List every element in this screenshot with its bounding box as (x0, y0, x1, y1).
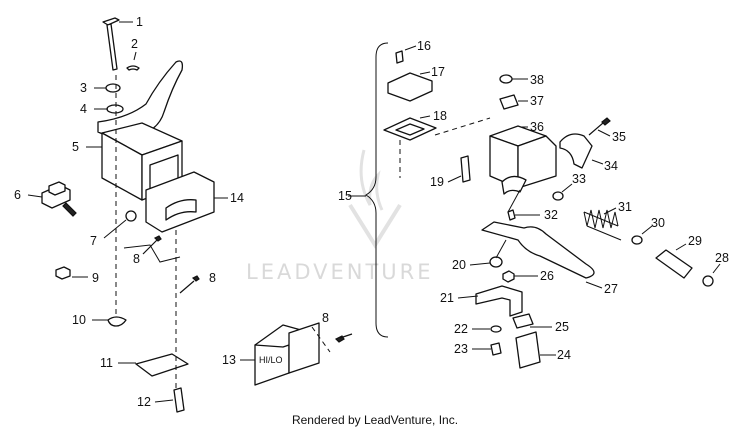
callout-22: 22 (454, 322, 468, 336)
callout-11: 11 (100, 356, 113, 370)
part-pivot-20 (489, 256, 503, 268)
callout-25: 25 (555, 320, 569, 334)
callout-3: 3 (80, 81, 87, 95)
part-nut-3 (105, 83, 121, 93)
callout-17: 17 (431, 65, 445, 79)
part-screw-16 (395, 50, 404, 64)
part-screw-8a (142, 235, 162, 255)
callout-7: 7 (90, 234, 97, 248)
callout-28: 28 (715, 251, 729, 265)
part-washer-30 (631, 235, 643, 245)
callout-26: 26 (540, 269, 554, 283)
part-screw-35 (588, 117, 611, 136)
callout-24: 24 (557, 348, 571, 362)
part-washer-4 (106, 104, 124, 114)
part-switch-6 (41, 181, 77, 217)
part-washer-38 (499, 74, 513, 84)
callout-1: 1 (136, 15, 143, 29)
part-nut-26 (502, 270, 515, 283)
callout-19: 19 (430, 175, 444, 189)
callout-32: 32 (544, 208, 558, 222)
rendered-by-credit: Rendered by LeadVenture, Inc. (291, 413, 459, 427)
part-hilo-switch-13: HI/LO (254, 322, 320, 386)
leader-line-32 (507, 189, 521, 213)
part-nut-9 (55, 266, 71, 280)
part-screw-8b (179, 275, 200, 294)
leader-lines-left (123, 244, 181, 263)
part-screw-12 (173, 387, 185, 413)
group-bracket-15 (365, 42, 389, 338)
part-gasket-18-inner (395, 123, 425, 136)
hilo-switch-label: HI/LO (259, 355, 283, 365)
callout-13: 13 (222, 353, 236, 367)
callout-labels: 1 2 3 4 5 6 7 8 9 8 10 11 12 13 14 8 15 … (14, 15, 729, 409)
callout-29: 29 (688, 234, 702, 248)
callout-38: 38 (530, 73, 544, 87)
callout-23: 23 (454, 342, 468, 356)
callout-30: 30 (651, 216, 665, 230)
callout-18: 18 (433, 109, 447, 123)
part-plate-24 (515, 331, 541, 369)
watermark-text: LEADVENTURE (246, 260, 434, 284)
callout-5: 5 (72, 140, 79, 154)
callout-8b: 8 (209, 271, 216, 285)
callout-9: 9 (92, 271, 99, 285)
callout-31: 31 (618, 200, 632, 214)
part-plate-11 (135, 353, 189, 377)
callout-8c: 8 (322, 311, 329, 325)
callout-2: 2 (131, 37, 138, 51)
part-cap-17 (387, 72, 433, 102)
part-bracket-21 (475, 285, 523, 317)
part-washer-33 (552, 191, 564, 201)
part-lever-27 (481, 221, 595, 279)
callout-6: 6 (14, 188, 21, 202)
part-bolt-1 (102, 17, 120, 71)
part-bracket-25 (512, 313, 534, 329)
callout-27: 27 (604, 282, 618, 296)
callout-14: 14 (230, 191, 244, 205)
part-oring-28 (702, 275, 714, 287)
callout-12: 12 (137, 395, 151, 409)
callout-10: 10 (72, 313, 86, 327)
part-housing-5 (101, 122, 183, 201)
part-bolt-23 (490, 342, 502, 356)
part-screw-8c (334, 333, 353, 343)
callout-16: 16 (417, 39, 431, 53)
callout-34: 34 (604, 159, 618, 173)
part-clip-2 (126, 65, 140, 71)
callout-4: 4 (80, 102, 87, 116)
part-cover-14 (145, 171, 215, 233)
part-clamp-34 (559, 133, 593, 169)
callout-20: 20 (452, 258, 466, 272)
part-clip-10 (107, 316, 127, 327)
part-pin-32 (507, 209, 516, 221)
part-master-cylinder-36 (489, 125, 557, 195)
part-bolt-19 (460, 155, 471, 183)
callout-15: 15 (338, 189, 352, 203)
part-fitting-29 (655, 249, 693, 279)
part-spring-31 (583, 209, 622, 241)
callout-33: 33 (572, 172, 586, 186)
part-washer-7 (125, 210, 137, 222)
leadventure-logo-watermark: LEADVENTURE (246, 149, 434, 284)
part-washer-22 (490, 325, 502, 333)
leader-line-20 (495, 239, 507, 259)
callout-21: 21 (440, 291, 454, 305)
leader-line-36 (434, 117, 491, 136)
callout-8a: 8 (133, 252, 140, 266)
callout-36: 36 (530, 120, 544, 134)
callout-37: 37 (530, 94, 544, 108)
part-boot-37 (499, 94, 519, 110)
callout-35: 35 (612, 130, 626, 144)
